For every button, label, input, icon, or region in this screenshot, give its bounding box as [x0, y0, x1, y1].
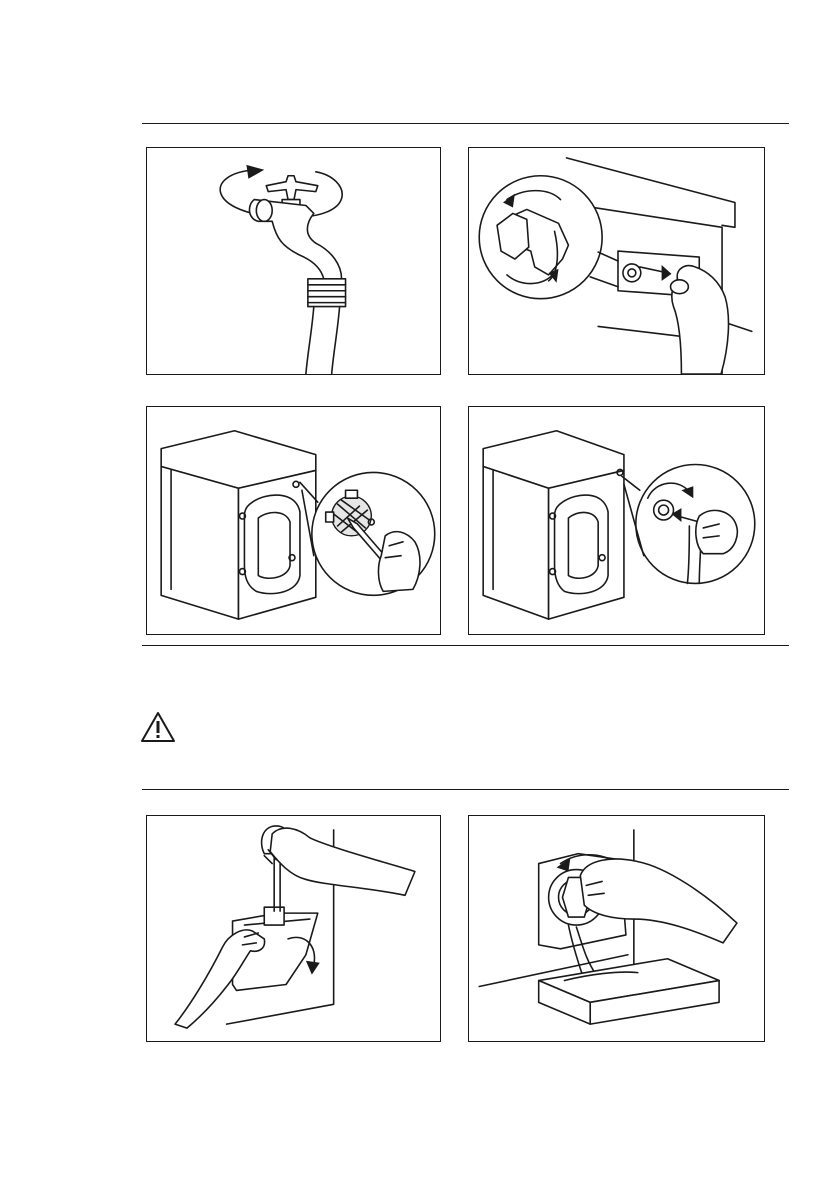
figure-filter-brush-clean — [146, 406, 441, 635]
section-divider-bottom — [142, 789, 789, 790]
drain-water-icon — [469, 816, 764, 1041]
inlet-hose-unscrew-icon — [469, 148, 764, 374]
inlet-hose-refit-icon — [469, 407, 764, 634]
tap-turn-icon — [147, 148, 440, 374]
figure-tap-turn — [146, 147, 441, 375]
open-flap-screwdriver-icon — [147, 816, 440, 1041]
section-divider-top — [142, 123, 789, 124]
figure-drain-water — [468, 815, 765, 1042]
figure-inlet-hose-refit — [468, 406, 765, 635]
warning-triangle-icon — [140, 710, 176, 744]
figure-inlet-hose-unscrew — [468, 147, 765, 375]
filter-brush-clean-icon — [147, 407, 440, 634]
figure-open-flap-screwdriver — [146, 815, 441, 1042]
section-divider-middle — [142, 645, 789, 646]
